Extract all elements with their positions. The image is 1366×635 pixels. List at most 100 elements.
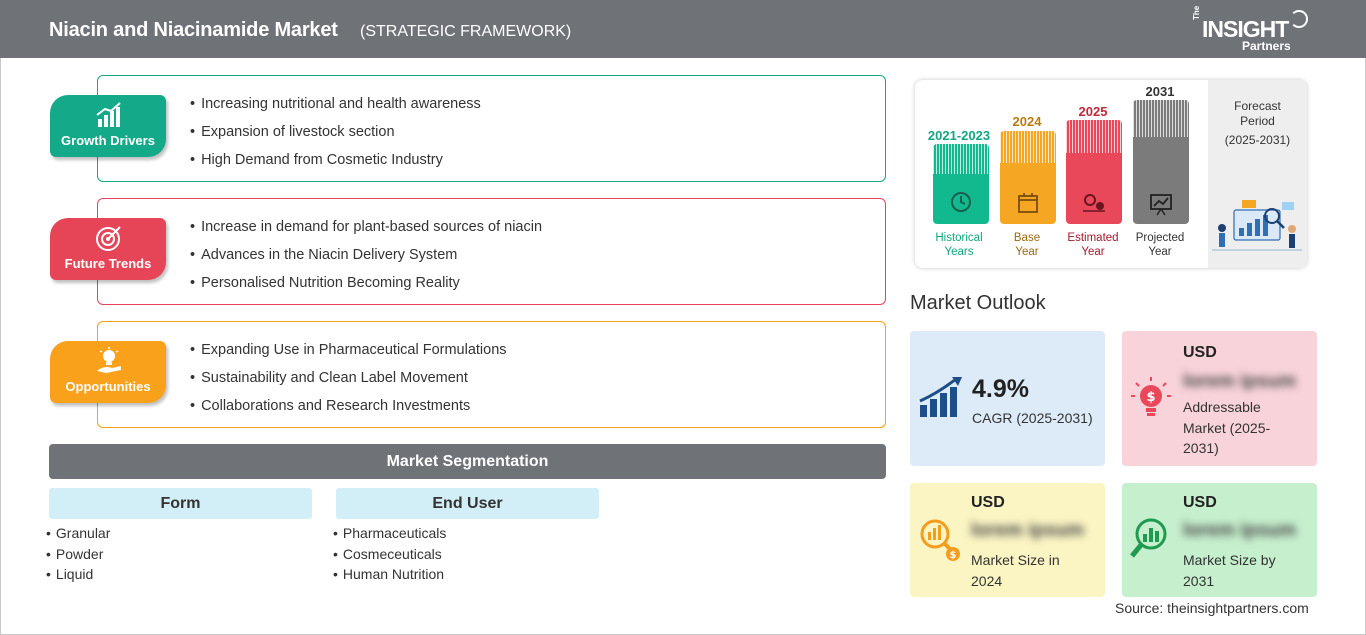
list-item: Advances in the Niacin Delivery System [190, 245, 542, 273]
projection-board-icon [1150, 194, 1172, 216]
cagr-value: 4.9% [972, 375, 1029, 403]
historical-bar [933, 144, 989, 224]
page-title: Niacin and Niacinamide Market [49, 19, 338, 41]
analytics-people-icon [1212, 200, 1302, 251]
historical-label-line1: Historical [935, 232, 983, 244]
size-2031-value: lorem ipsum [1183, 520, 1296, 541]
estimated-bar [1066, 120, 1122, 224]
money-bulb-icon: $ [1131, 377, 1171, 416]
addressable-value: lorem ipsum [1183, 371, 1296, 392]
estimated-label-line2: Year [1081, 246, 1105, 258]
cagr-tile: 4.9% CAGR (2025-2031) [910, 331, 1105, 466]
forecast-line1: Forecast [1234, 99, 1281, 113]
size-2031-currency: USD [1183, 494, 1217, 511]
list-item: Liquid [46, 566, 110, 587]
logo-the: The [1192, 5, 1201, 20]
segment-form-list: Granular Powder Liquid [46, 525, 110, 587]
list-item: Powder [46, 546, 110, 567]
list-item: Cosmeceuticals [333, 546, 446, 567]
projected-label-line2: Year [1148, 246, 1172, 258]
market-size-2031-tile: USD lorem ipsum Market Size by 2031 [1122, 483, 1317, 597]
logo-partners: Partners [1242, 39, 1291, 53]
market-outlook-title: Market Outlook [910, 292, 1046, 314]
logo-insight: INSIGHT [1202, 16, 1289, 42]
opportunities-card: Expanding Use in Pharmaceutical Formulat… [97, 321, 886, 428]
addressable-label-line3: 2031) [1183, 440, 1219, 456]
list-item: Expanding Use in Pharmaceutical Formulat… [190, 340, 506, 368]
list-item: Collaborations and Research Investments [190, 396, 507, 424]
list-item: Increase in demand for plant-based sourc… [190, 217, 542, 245]
size-2031-label-line2: 2031 [1183, 572, 1215, 589]
estimated-year: 2025 [1078, 104, 1108, 119]
historical-label-line2: Years [944, 246, 974, 258]
logo-arc-icon [1290, 10, 1308, 28]
history-clock-icon [951, 192, 971, 212]
size-2024-label: Market Size in 2024 [971, 550, 1060, 591]
page-subtitle: (STRATEGIC FRAMEWORK) [360, 23, 572, 40]
header-bar: Niacin and Niacinamide Market (STRATEGIC… [0, 0, 1366, 58]
calendar-icon [1018, 193, 1038, 213]
estimated-label-line1: Estimated [1067, 232, 1119, 244]
list-item: Human Nutrition [333, 566, 446, 587]
growth-drivers-label: Growth Drivers [61, 133, 155, 148]
forecast-line2: Period [1240, 114, 1275, 128]
size-2024-label-line1: Market Size in [971, 552, 1060, 568]
size-2024-label-line2: 2024 [971, 572, 1003, 589]
historical-year: 2021-2023 [927, 128, 991, 143]
projected-label-line1: Projected [1135, 232, 1185, 244]
segment-end-user-header: End User [336, 488, 599, 519]
magnifier-chart-icon [1130, 518, 1167, 558]
growth-drivers-badge: Growth Drivers [50, 95, 166, 157]
market-size-2024-tile: USD lorem ipsum $ Market Size in 2024 [910, 483, 1105, 597]
base-label-line2: Year [1015, 246, 1039, 258]
base-label-line1: Base [1013, 232, 1041, 244]
projected-year: 2031 [1145, 84, 1175, 99]
list-item: Expansion of livestock section [190, 122, 481, 150]
opportunities-badge: Opportunities [50, 341, 166, 403]
opportunities-label: Opportunities [65, 379, 151, 394]
size-2024-currency: USD [971, 494, 1005, 511]
size-2024-value: lorem ipsum [971, 520, 1084, 541]
list-item: High Demand from Cosmetic Industry [190, 150, 481, 178]
segment-form-header: Form [49, 488, 312, 519]
growth-chart-icon [96, 102, 121, 127]
addressable-currency: USD [1183, 344, 1217, 361]
source-link[interactable]: Source: theinsightpartners.com [1115, 600, 1309, 616]
market-segmentation-header: Market Segmentation [49, 444, 886, 479]
future-trends-label: Future Trends [64, 256, 152, 271]
opportunities-list: Expanding Use in Pharmaceutical Formulat… [190, 340, 507, 424]
future-trends-badge: Future Trends [50, 218, 166, 280]
segment-end-user-list: Pharmaceuticals Cosmeceuticals Human Nut… [333, 525, 447, 587]
svg-text:$: $ [950, 550, 957, 561]
list-item: Pharmaceuticals [333, 525, 447, 546]
growth-drivers-list: Increasing nutritional and health awaren… [190, 94, 481, 178]
size-2031-label-line1: Market Size by [1183, 552, 1276, 568]
magnifier-money-icon: $ [920, 519, 960, 561]
size-2031-label: Market Size by 2031 [1183, 550, 1276, 591]
forecast-line3: (2025-2031) [1224, 133, 1291, 147]
base-bar [1000, 131, 1056, 224]
rising-chart-icon [919, 377, 962, 417]
estimate-gears-icon [1083, 194, 1105, 212]
target-icon [96, 226, 121, 251]
addressable-label-line1: Addressable [1183, 399, 1261, 415]
list-item: Granular [46, 525, 110, 546]
base-year: 2024 [1012, 114, 1042, 129]
company-logo[interactable]: The INSIGHT Partners [1190, 5, 1310, 54]
addressable-label-line2: Market (2025- [1183, 419, 1271, 436]
lightbulb-hand-icon [97, 347, 121, 373]
list-item: Sustainability and Clean Label Movement [190, 368, 507, 396]
projected-bar [1133, 100, 1189, 224]
list-item: Personalised Nutrition Becoming Reality [190, 273, 542, 301]
list-item: Increasing nutritional and health awaren… [190, 94, 481, 122]
growth-drivers-card: Increasing nutritional and health awaren… [97, 75, 886, 182]
svg-text:$: $ [1146, 390, 1155, 405]
future-trends-list: Increase in demand for plant-based sourc… [190, 217, 542, 301]
